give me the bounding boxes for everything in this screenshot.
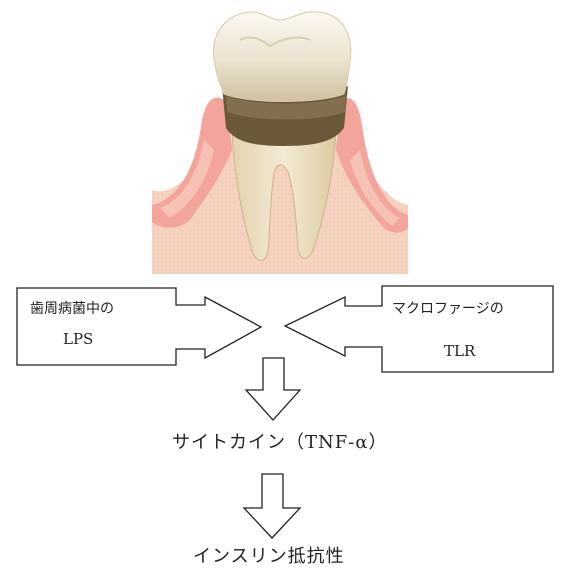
tooth-crown	[213, 12, 350, 102]
right-box-label-line1: マクロファージの	[392, 298, 504, 318]
cytokine-label: サイトカイン（TNF‐α）	[172, 428, 387, 454]
left-box-label-line1: 歯周病菌中の	[30, 298, 114, 318]
right-box-label-line2: TLR	[444, 342, 475, 360]
left-box-label-line2: LPS	[63, 330, 93, 348]
down-arrow-1	[246, 358, 300, 420]
insulin-resistance-label: インスリン抵抗性	[193, 542, 345, 568]
down-arrow-2	[244, 474, 300, 538]
tooth-illustration	[152, 12, 408, 274]
